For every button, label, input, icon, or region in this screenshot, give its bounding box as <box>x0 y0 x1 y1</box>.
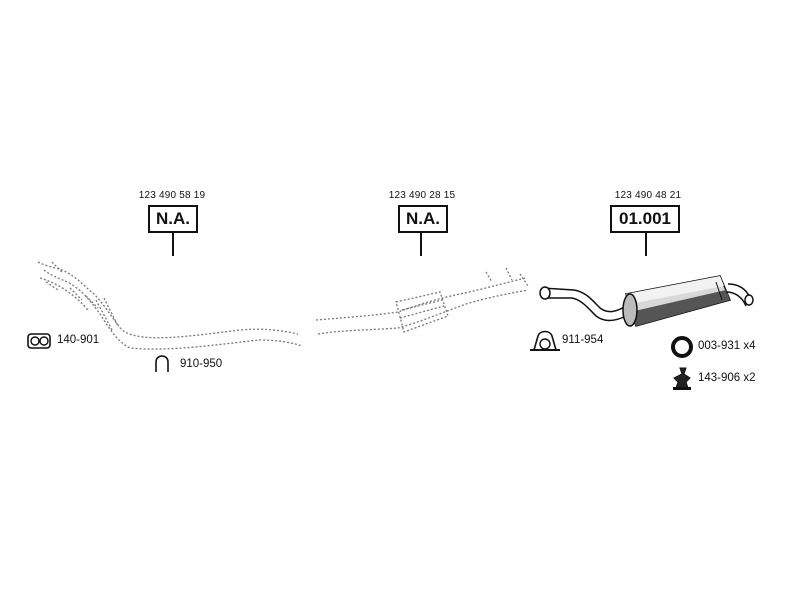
oe-number-front-pipe: 123 490 58 19 <box>138 190 206 201</box>
callout-line-center-pipe <box>420 231 422 256</box>
accessory-code-003-931[interactable]: 003-931 x4 <box>698 340 756 352</box>
rubber-mount-icon <box>673 367 691 390</box>
clamp-block-icon <box>27 333 51 349</box>
accessory-code-910-950[interactable]: 910-950 <box>180 358 223 370</box>
callout-line-front-pipe <box>172 231 174 256</box>
callout-line-rear-silencer <box>645 231 647 256</box>
accessory-code-140-901[interactable]: 140-901 <box>57 334 100 346</box>
oe-number-center-pipe: 123 490 28 15 <box>388 190 456 201</box>
accessory-code-911-954[interactable]: 911-954 <box>562 334 604 346</box>
accessory-code-143-906[interactable]: 143-906 x2 <box>698 372 756 384</box>
part-code-center-pipe[interactable]: N.A. <box>398 205 448 233</box>
pipe-clamp-icon <box>530 330 560 351</box>
center-pipe-drawing <box>315 267 529 335</box>
front-pipe-drawing <box>37 261 303 350</box>
rear-silencer-drawing <box>539 275 754 327</box>
ring-gasket-icon <box>671 336 693 358</box>
part-code-rear-silencer[interactable]: 01.001 <box>610 205 680 233</box>
u-bolt-icon <box>155 355 169 372</box>
oe-number-rear-silencer: 123 490 48 21 <box>614 190 682 201</box>
part-code-front-pipe[interactable]: N.A. <box>148 205 198 233</box>
